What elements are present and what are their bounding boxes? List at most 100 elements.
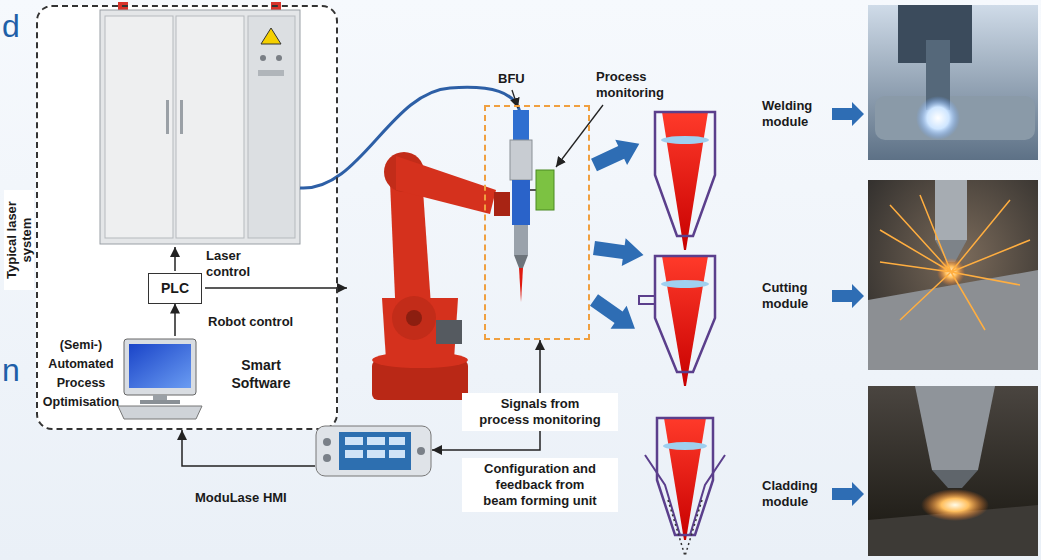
plc-box: PLC xyxy=(148,273,202,304)
system-panel xyxy=(36,5,338,430)
cutting-photo xyxy=(868,180,1038,370)
cutting-nozzle xyxy=(662,256,708,386)
cladding-nozzle xyxy=(663,442,707,450)
computer-icon xyxy=(118,406,202,419)
box-label: PLC xyxy=(161,280,189,297)
block-arrow xyxy=(832,482,864,506)
laser-cabinet xyxy=(261,28,281,44)
industrial-robot xyxy=(436,320,462,344)
hmi-device-outline xyxy=(417,447,425,455)
title-fragment: d xyxy=(2,8,20,44)
signal-label: Configuration and feedback from beam for… xyxy=(462,458,618,512)
block-arrow xyxy=(832,102,864,126)
cladding-photo xyxy=(915,386,995,470)
beam-forming-head xyxy=(514,225,528,255)
laser-cabinet xyxy=(166,100,169,134)
hmi-device-outline xyxy=(389,437,405,445)
laser-cabinet xyxy=(100,2,300,244)
laser-cabinet xyxy=(176,16,244,238)
block-arrow xyxy=(832,284,864,308)
beam-forming-head xyxy=(536,170,554,210)
title-fragment: n xyxy=(2,352,20,388)
signal-label: Robot control xyxy=(208,314,293,330)
computer-node: (Semi-) Automated Process Optimisation Sm… xyxy=(40,336,296,422)
block-arrow xyxy=(592,234,645,269)
cutting-photo xyxy=(935,180,967,240)
welding-nozzle xyxy=(655,112,715,236)
block-arrow xyxy=(832,102,864,126)
device-label: ModuLase HMI xyxy=(195,490,287,506)
computer-icon xyxy=(129,344,191,388)
welding-photo xyxy=(868,5,1038,160)
industrial-robot xyxy=(372,152,510,400)
beam-forming-head xyxy=(510,110,554,302)
beam-forming-head xyxy=(514,255,528,268)
block-arrow xyxy=(588,131,645,178)
cutting-nozzle xyxy=(639,256,715,386)
cutting-nozzle xyxy=(655,256,715,372)
laser-cabinet xyxy=(105,16,173,238)
connector xyxy=(182,430,315,466)
signal-label: Signals from process monitoring xyxy=(462,393,618,431)
hmi-device-outline xyxy=(367,437,385,445)
laser-cabinet xyxy=(260,55,266,61)
industrial-robot xyxy=(392,296,436,340)
laser-cabinet xyxy=(100,10,300,244)
module-label: Cutting module xyxy=(762,280,830,312)
welding-nozzle xyxy=(655,112,715,250)
hmi-device-outline xyxy=(389,450,405,458)
cutting-nozzle xyxy=(639,296,655,304)
welding-photo xyxy=(868,5,1038,160)
connector xyxy=(174,304,176,337)
software-label: (Semi-) Automated Process Optimisation xyxy=(40,336,122,412)
industrial-robot xyxy=(406,310,422,326)
system-panel xyxy=(36,5,338,430)
cutting-photo xyxy=(880,195,1030,330)
hmi-device: ModuLase HMI xyxy=(315,424,432,478)
hmi-device-outline xyxy=(323,454,331,462)
block-arrow xyxy=(592,234,645,269)
hmi-device-outline xyxy=(316,426,431,476)
software-label: Smart Software xyxy=(226,356,296,392)
computer-icon xyxy=(140,400,180,404)
industrial-robot xyxy=(396,156,496,214)
block-arrow xyxy=(586,289,643,341)
block-arrow xyxy=(832,482,864,506)
beam-forming-head xyxy=(512,180,530,225)
group-heading: Typical laser system xyxy=(4,190,34,290)
laser-cabinet xyxy=(180,100,183,134)
block-arrow xyxy=(588,131,645,178)
cladding-nozzle xyxy=(645,455,725,535)
hmi-device-outline xyxy=(323,438,331,446)
block-arrow xyxy=(586,102,864,506)
cladding-nozzle xyxy=(645,418,725,556)
hmi-device-outline xyxy=(345,450,363,458)
module-label: Welding module xyxy=(762,98,830,130)
cladding-photo xyxy=(932,470,978,488)
part-label: BFU xyxy=(498,71,525,87)
laser-cabinet xyxy=(258,70,284,76)
hmi-device-outline xyxy=(315,424,432,478)
block-arrow xyxy=(586,289,643,341)
industrial-robot xyxy=(494,192,510,216)
beam-forming-head xyxy=(513,110,529,140)
block-arrow xyxy=(832,284,864,308)
welding-nozzle xyxy=(661,136,709,144)
computer-icon xyxy=(124,339,196,395)
hmi-device-outline xyxy=(345,437,363,445)
signal-label: Laser control xyxy=(206,248,264,280)
beam-forming-head xyxy=(519,268,523,302)
cladding-nozzle xyxy=(657,418,713,535)
beam-forming-head xyxy=(510,140,532,180)
cladding-photo xyxy=(868,386,1038,556)
beam-forming-unit: BFUProcess monitoring xyxy=(484,105,590,340)
module-label: Cladding module xyxy=(762,478,830,510)
cladding-photo xyxy=(868,386,1038,556)
welding-photo xyxy=(875,96,1035,140)
welding-photo xyxy=(916,96,960,140)
cladding-photo xyxy=(921,489,989,521)
cutting-nozzle xyxy=(661,280,709,288)
hmi-device-outline xyxy=(367,450,385,458)
welding-nozzle xyxy=(662,112,708,250)
